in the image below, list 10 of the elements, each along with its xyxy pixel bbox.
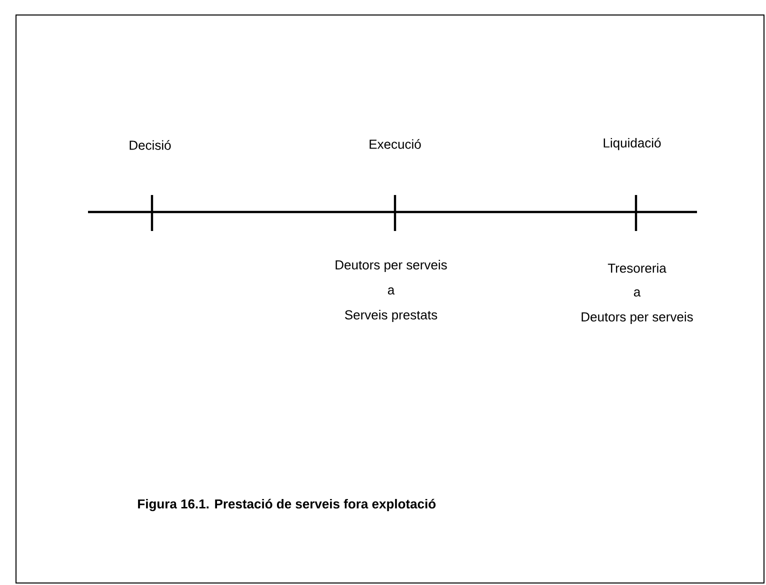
journal-entry-line: Tresoreria [608, 263, 666, 273]
phase-label: Execució [370, 139, 421, 149]
figure-caption: Figura 16.1. Prestació de serveis fora explotació [138, 498, 436, 512]
journal-entry-line: Deutors per serveis [336, 260, 447, 272]
journal-entry-line: a [634, 289, 641, 297]
journal-entry-line: a [388, 287, 395, 295]
phase-label: Decisió [130, 140, 171, 150]
phase-label: Liquidació [604, 138, 661, 150]
journal-entry-line: Serveis prestats [345, 310, 438, 322]
journal-entry-line: Deutors per serveis [582, 312, 693, 324]
